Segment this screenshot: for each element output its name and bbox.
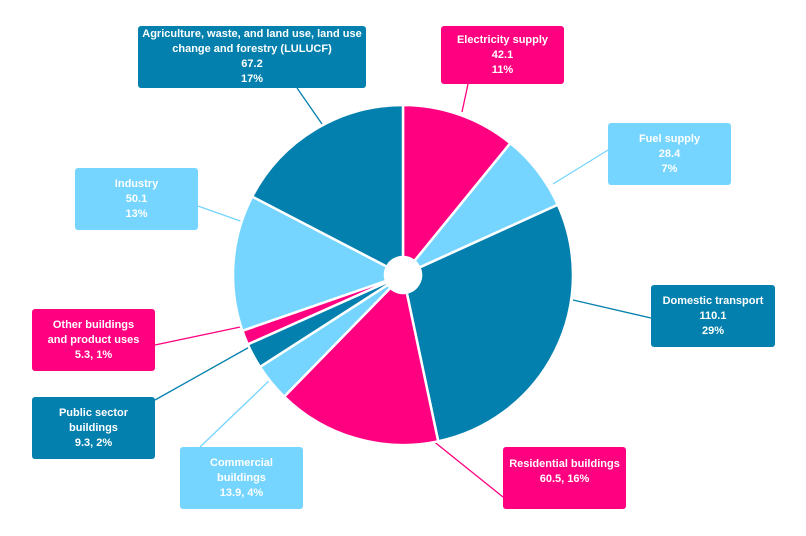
data-label-domestic-transport: Domestic transport 110.1 29% xyxy=(651,285,775,347)
label-text: Commercial buildings xyxy=(210,456,273,484)
pct-text: 13% xyxy=(125,207,148,220)
leader-line-fuel xyxy=(552,149,609,185)
pie-slice-0 xyxy=(401,103,512,263)
data-label-fuel: Fuel supply 28.4 7% xyxy=(608,123,731,185)
leader-line-lulucf xyxy=(296,87,323,125)
label-text: Fuel supply xyxy=(638,132,701,145)
data-label-other-buildings: Other buildings and product uses 5.3, 1% xyxy=(32,309,155,371)
pie-slice-7 xyxy=(231,195,389,333)
value-text: 67.2 xyxy=(241,58,263,70)
leader-line-public xyxy=(154,344,254,401)
label-text: Residential buildings xyxy=(509,458,620,470)
label-text: Electricity supply xyxy=(456,33,549,46)
pie-slice-8 xyxy=(250,103,405,268)
label-text: Public sector buildings xyxy=(58,406,129,434)
leader-line-residential xyxy=(431,439,504,498)
pct-text: 11% xyxy=(491,63,514,76)
pie-slice-2 xyxy=(405,203,575,443)
pct-text: 17% xyxy=(240,73,264,85)
label-text: Agriculture, waste, and land use, land u… xyxy=(142,28,362,55)
value-text: 60.5, 16% xyxy=(539,473,590,485)
pct-text: 29% xyxy=(701,324,725,337)
pct-text: 7% xyxy=(661,162,678,175)
pie-slice-1 xyxy=(413,141,560,269)
value-text: 5.3, 1% xyxy=(74,348,113,361)
value-text: 50.1 xyxy=(125,192,148,205)
data-label-residential: Residential buildings 60.5, 16% xyxy=(503,447,626,509)
data-label-lulucf: Agriculture, waste, and land use, land u… xyxy=(138,26,366,88)
value-text: 13.9, 4% xyxy=(219,486,264,499)
data-label-commercial: Commercial buildings 13.9, 4% xyxy=(180,447,303,509)
leader-line-industry xyxy=(197,205,244,223)
value-text: 9.3, 2% xyxy=(74,436,113,449)
data-label-public-sector: Public sector buildings 9.3, 2% xyxy=(32,397,155,459)
data-label-industry: Industry 50.1 13% xyxy=(75,168,198,230)
slices xyxy=(231,103,575,447)
leader-lines xyxy=(154,83,652,498)
pie-slice-3 xyxy=(282,286,440,447)
leader-line-other xyxy=(154,325,246,346)
leader-line-domestic xyxy=(572,299,652,319)
label-text: Industry xyxy=(114,177,159,190)
value-text: 110.1 xyxy=(699,309,727,322)
label-text: Domestic transport xyxy=(662,294,764,307)
leader-line-electricity xyxy=(461,83,469,113)
value-text: 42.1 xyxy=(491,48,514,61)
leader-line-commercial xyxy=(199,377,273,448)
value-text: 28.4 xyxy=(658,147,681,160)
label-text: Other buildings and product uses xyxy=(47,318,140,346)
data-label-electricity: Electricity supply 42.1 11% xyxy=(441,26,564,84)
